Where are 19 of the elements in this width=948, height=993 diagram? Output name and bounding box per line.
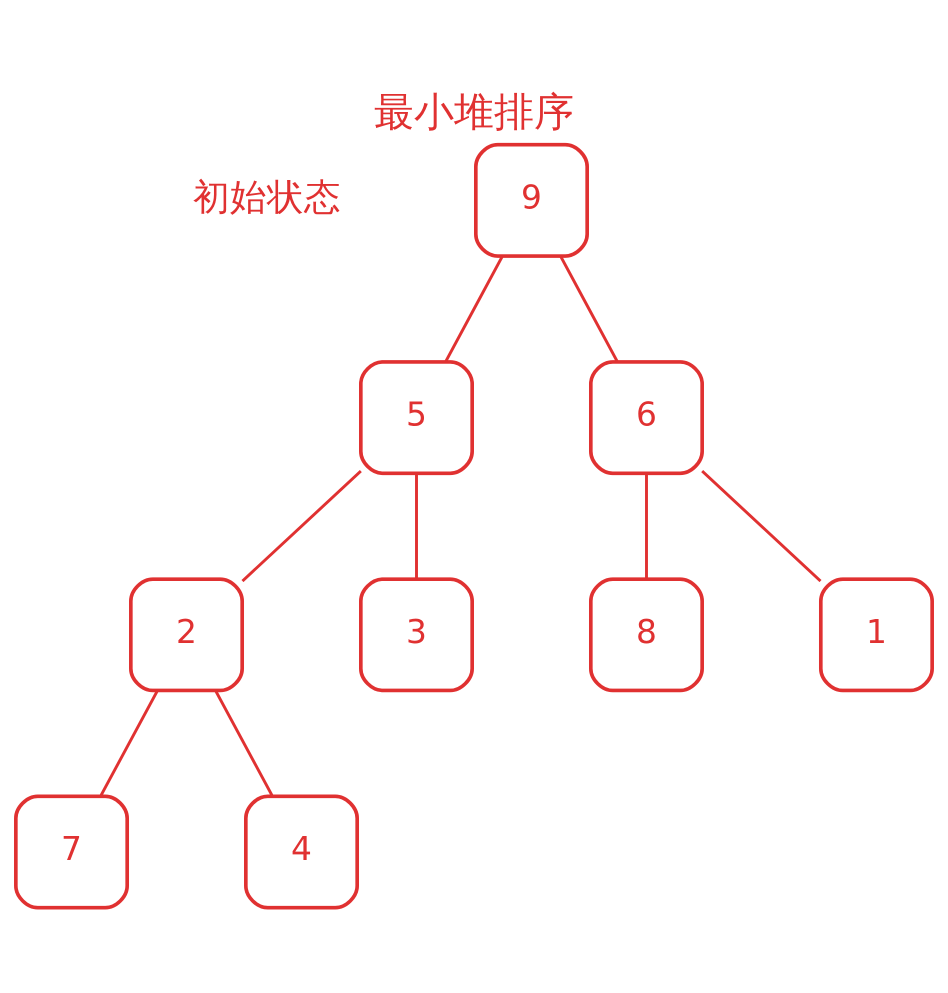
connector	[645, 472, 648, 579]
connector	[241, 470, 362, 582]
node-box: 6	[589, 360, 704, 475]
node-box: 2	[129, 576, 244, 692]
node-box: 1	[818, 576, 934, 692]
diagram-title: 最小堆排序	[374, 89, 574, 136]
node-box: 3	[359, 576, 474, 692]
node-box: 5	[359, 360, 474, 475]
node-box: 4	[244, 794, 359, 910]
connector	[214, 689, 274, 797]
node-box: 9	[474, 142, 589, 258]
node-box: 8	[589, 576, 704, 692]
connector	[99, 689, 159, 797]
connector	[415, 472, 418, 579]
connector	[444, 254, 504, 362]
node-box: 7	[14, 794, 130, 910]
connector	[559, 254, 619, 362]
connector	[701, 470, 822, 582]
label: 初始状态	[192, 175, 341, 218]
